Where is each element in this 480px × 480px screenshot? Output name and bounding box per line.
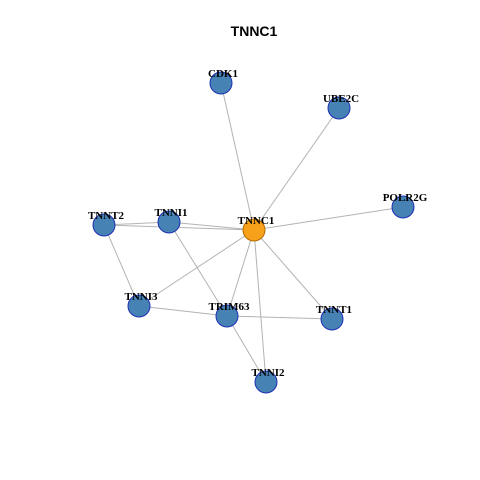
node-circle	[254, 370, 278, 394]
node-label: POLR2G	[383, 192, 428, 204]
node-tnnt1: TNNT1	[316, 304, 352, 331]
node-polr2g: POLR2G	[383, 192, 428, 219]
edge-trim63-tnnt1	[226, 315, 333, 320]
node-circle	[92, 213, 116, 237]
node-ube2c: UBE2C	[323, 93, 359, 120]
node-circle	[157, 210, 181, 234]
node-circle	[127, 294, 151, 318]
edge-tnnc1-trim63	[226, 229, 255, 317]
node-label: TNNI3	[124, 291, 158, 303]
node-tnni1: TNNI1	[154, 207, 188, 234]
node-trim63: TRIM63	[209, 301, 250, 328]
edge-tnnc1-ube2c	[253, 107, 340, 231]
edge-tnnc1-cdk1	[220, 82, 255, 231]
node-tnni3: TNNI3	[124, 291, 158, 318]
graph-title: TNNC1	[231, 23, 278, 39]
edge-tnni3-trim63	[138, 305, 228, 317]
edge-tnnc1-tnni2	[253, 229, 267, 383]
node-tnnt2: TNNT2	[88, 210, 125, 237]
edge-tnnc1-polr2g	[253, 206, 404, 231]
edge-tnni1-trim63	[168, 221, 228, 317]
node-circle	[320, 307, 344, 331]
edge-trim63-tnni2	[226, 315, 267, 383]
node-circle	[215, 304, 239, 328]
node-label: TNNT1	[316, 304, 352, 316]
node-label: UBE2C	[323, 93, 359, 105]
node-label: TNNI1	[154, 207, 187, 219]
node-tnnc1: TNNC1	[238, 215, 275, 242]
edge-tnnt2-tnni3	[103, 224, 140, 307]
node-label: TRIM63	[209, 301, 250, 313]
edge-tnnc1-tnni3	[138, 229, 255, 307]
node-circle	[209, 71, 233, 95]
node-circle	[391, 195, 415, 219]
node-circle	[242, 218, 266, 242]
node-circle	[327, 96, 351, 120]
edge-tnnc1-tnni1	[168, 221, 255, 231]
node-label: CDK1	[208, 68, 238, 80]
node-cdk1: CDK1	[208, 68, 238, 95]
node-tnni2: TNNI2	[251, 367, 285, 394]
node-label: TNNC1	[238, 215, 275, 227]
edge-tnnc1-tnnt1	[253, 229, 333, 320]
node-label: TNNT2	[88, 210, 125, 222]
node-label: TNNI2	[251, 367, 285, 379]
